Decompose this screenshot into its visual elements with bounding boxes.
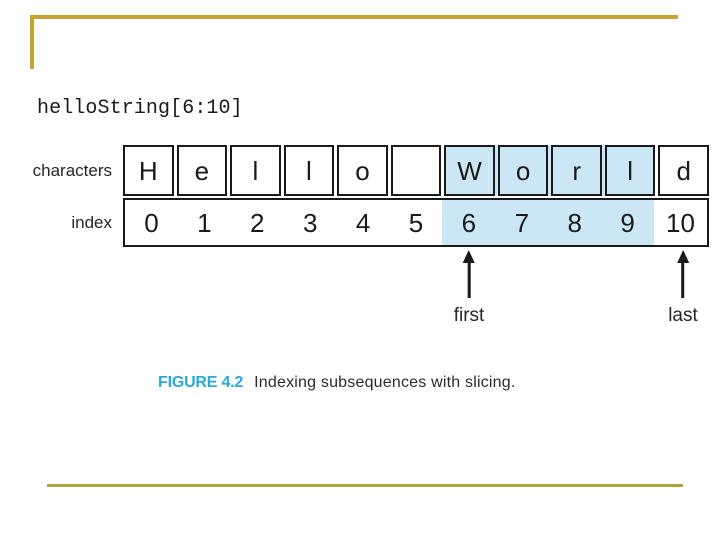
char-cell-1: e <box>176 145 228 196</box>
index-row: 0 1 2 3 4 5 6 7 8 9 10 <box>123 198 709 247</box>
char-cell-7: o <box>497 145 549 196</box>
arrow-stem <box>467 263 471 298</box>
char-cell-2: l <box>230 145 281 196</box>
figure-number-label: FIGURE 4.2 <box>158 374 244 391</box>
index-label-6: 6 <box>461 207 477 238</box>
index-label-5: 5 <box>408 207 424 238</box>
index-label-3: 3 <box>302 207 318 238</box>
index-label-4: 4 <box>355 207 371 238</box>
index-label-8: 8 <box>567 207 582 238</box>
up-arrow-icon <box>676 250 689 263</box>
figure-caption: FIGURE 4.2 Indexing subsequences with sl… <box>158 374 516 392</box>
index-label-9: 9 <box>620 207 635 238</box>
bottom-rule-line <box>47 484 683 487</box>
last-pointer: last <box>668 250 698 327</box>
top-accent-line <box>30 15 678 19</box>
char-cell-0: H <box>123 145 174 196</box>
char-cell-4: o <box>337 145 388 196</box>
index-row-label: index <box>71 213 112 232</box>
char-cell-8: r <box>551 145 602 196</box>
characters-row-label: characters <box>32 161 112 180</box>
arrow-stem <box>681 263 685 298</box>
char-cell-3: l <box>283 145 335 196</box>
index-label-0: 0 <box>144 207 159 238</box>
char-cell-10: d <box>658 145 710 196</box>
index-label-7: 7 <box>514 207 530 238</box>
first-pointer: first <box>453 250 485 327</box>
index-highlight-band <box>442 200 655 245</box>
char-cell-6: W <box>444 145 495 196</box>
index-label-10: 10 <box>666 207 695 238</box>
figure-caption-text: Indexing subsequences with slicing. <box>254 374 516 391</box>
last-pointer-label: last <box>668 305 698 326</box>
index-label-2: 2 <box>250 207 265 238</box>
first-pointer-label: first <box>453 305 485 326</box>
up-arrow-icon <box>462 250 475 263</box>
slice-expression-code: helloString[6:10] <box>37 97 243 120</box>
char-cell-5 <box>390 145 442 196</box>
char-cell-9: l <box>604 145 656 196</box>
left-accent-line <box>30 15 34 69</box>
index-label-1: 1 <box>197 207 212 238</box>
